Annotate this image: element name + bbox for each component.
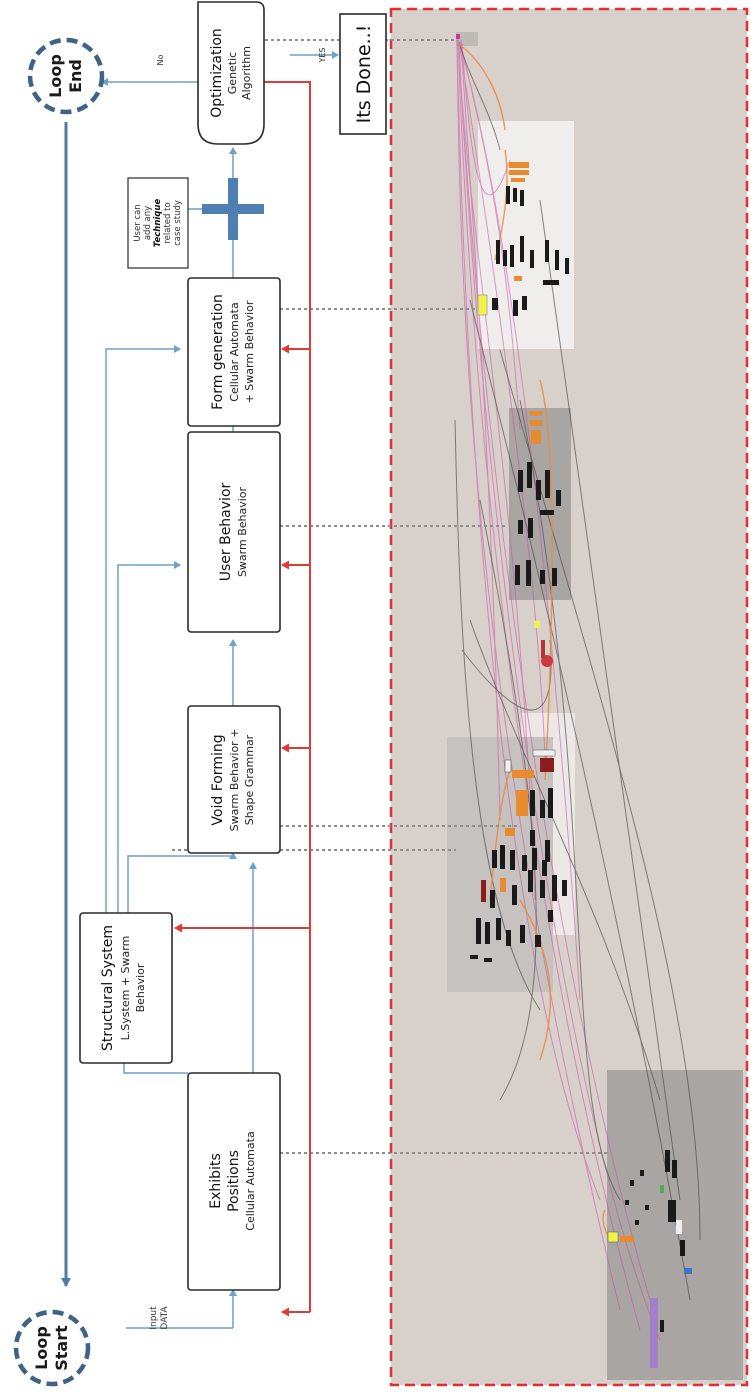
- exhibits-node: Exhibits Positions Cellular Automata: [187, 1072, 281, 1291]
- loop-start-line2: Start: [52, 1325, 71, 1371]
- optimization-sub1: Genetic: [226, 52, 239, 94]
- exhibits-title1: Exhibits: [208, 1153, 224, 1208]
- user-sub1: Swarm Behavior: [236, 486, 249, 577]
- components-user: [515, 411, 561, 667]
- structural-title1: Structural System: [100, 925, 116, 1051]
- loop-start-line1: Loop: [32, 1326, 51, 1370]
- exhibits-sub1: Cellular Automata: [244, 1131, 257, 1230]
- technique-line2: add any: [143, 206, 153, 240]
- technique-line4: related to: [163, 202, 173, 243]
- loop-end-line2: End: [66, 59, 85, 93]
- done-node: Its Done..!: [339, 13, 387, 135]
- components-exhibits: [607, 1150, 692, 1368]
- form-node: Form generation Cellular Automata + Swar…: [187, 277, 281, 427]
- structural-sub2: Behavior: [134, 963, 147, 1012]
- no-label: No: [156, 54, 165, 65]
- components-void: [528, 749, 567, 922]
- form-sub1: Cellular Automata: [228, 302, 241, 401]
- red-feedback: [174, 81, 311, 1317]
- exhibits-title2: Positions: [226, 1150, 242, 1212]
- technique-line5: case study: [173, 200, 183, 246]
- technique-note: User can add any Technique related to ca…: [127, 177, 189, 269]
- loop-start-node: Loop Start: [13, 1309, 91, 1387]
- structural-node: Structural System L.System + Swarm Behav…: [79, 912, 173, 1064]
- components-structural: [470, 759, 547, 962]
- loop-end-node: Loop End: [27, 37, 105, 115]
- svg-text:No: No: [156, 54, 165, 65]
- void-title1: Void Forming: [210, 734, 226, 825]
- technique-line3: Technique: [153, 199, 163, 248]
- form-title1: Form generation: [210, 294, 226, 410]
- loop-end-line1: Loop: [46, 54, 65, 98]
- optimization-node: Optimization Genetic Algorithm: [197, 1, 265, 145]
- user-title1: User Behavior: [218, 482, 234, 581]
- input-line1: Input: [149, 1306, 159, 1330]
- void-sub1: Swarm Behavior +: [228, 729, 241, 832]
- input-line2: DATA: [160, 1306, 170, 1330]
- optimizer-node: [456, 34, 460, 39]
- svg-text:YES: YES: [318, 47, 327, 63]
- void-node: Void Forming Swarm Behavior + Shape Gram…: [187, 705, 281, 854]
- definition-panel: [389, 7, 749, 1387]
- optimization-sub2: Algorithm: [240, 46, 253, 100]
- technique-line1: User can: [133, 204, 143, 241]
- yes-label: YES: [318, 47, 327, 63]
- input-data-label: Input DATA: [149, 1306, 170, 1330]
- cluster-form: [478, 121, 574, 349]
- components-form: [477, 162, 569, 316]
- structural-sub1: L.System + Swarm: [119, 936, 132, 1041]
- void-sub2: Shape Grammar: [243, 734, 256, 825]
- done-label: Its Done..!: [353, 25, 375, 124]
- form-sub2: + Swarm Behavior: [243, 300, 256, 403]
- optimization-title1: Optimization: [209, 28, 225, 118]
- user-node: User Behavior Swarm Behavior: [187, 431, 281, 633]
- cluster-exhibits: [607, 1070, 743, 1380]
- plus-icon: [202, 178, 264, 240]
